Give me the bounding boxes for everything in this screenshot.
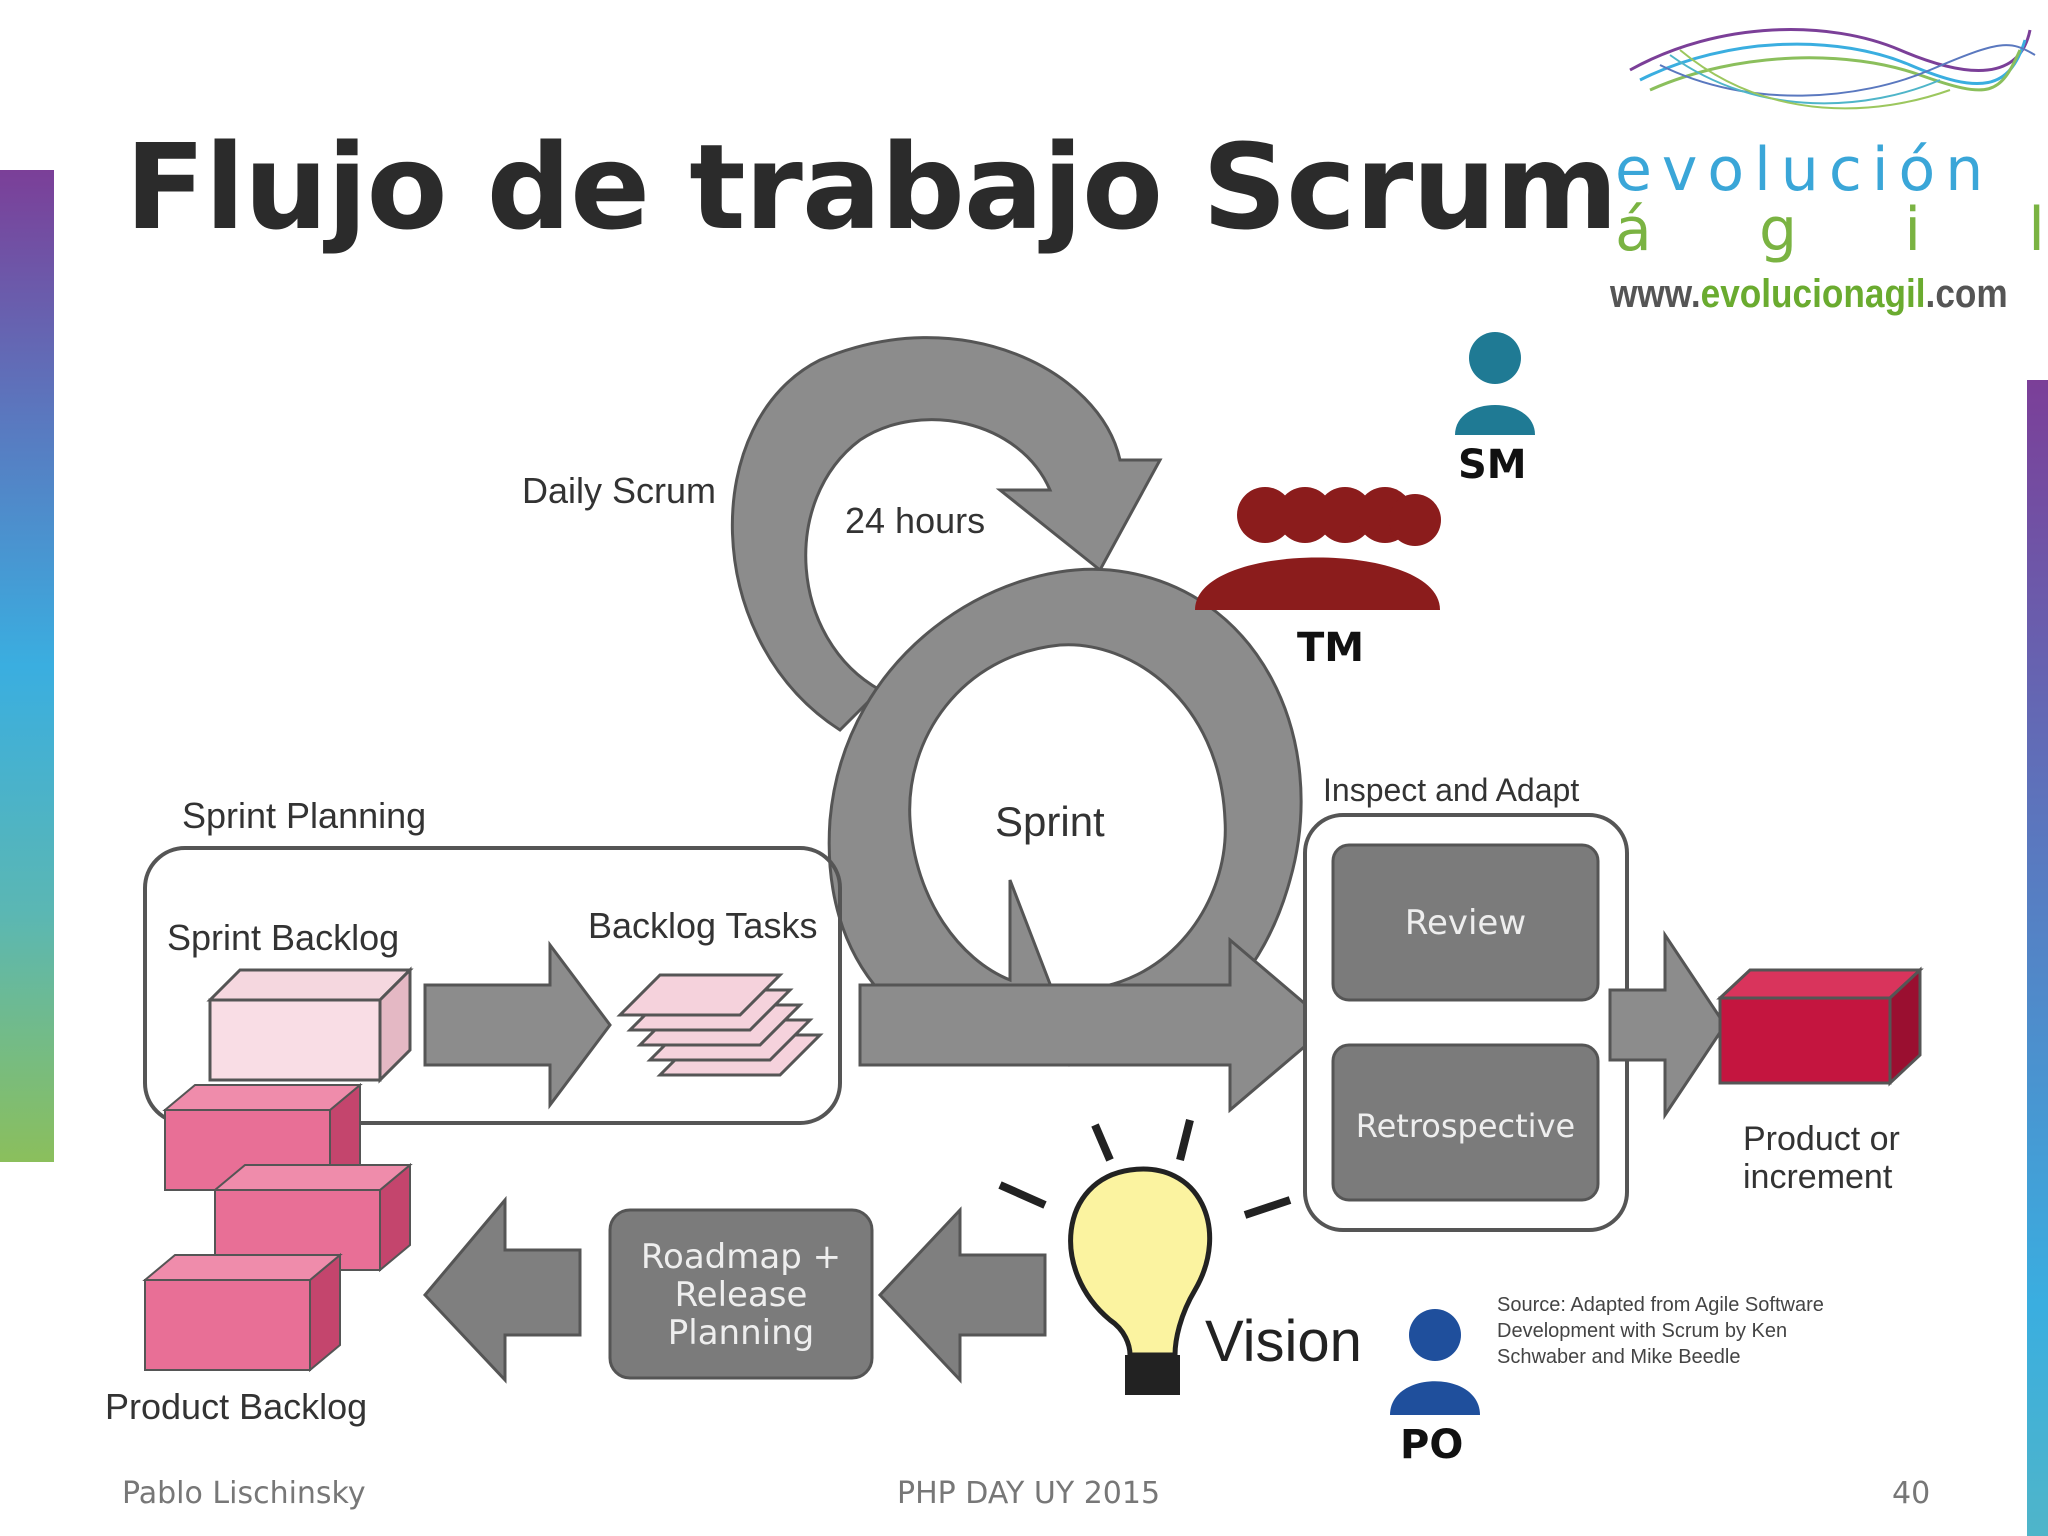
tm-label: TM [1297, 625, 1365, 671]
po-label: PO [1400, 1422, 1464, 1468]
source-citation: Source: Adapted from Agile Software Deve… [1497, 1292, 1824, 1370]
product-increment-label: Product or increment [1743, 1120, 1900, 1196]
logo-text-agil: á g i l [1615, 195, 2045, 265]
logo-url-prefix: www. [1610, 272, 1701, 316]
source-line: Development with Scrum by Ken [1497, 1320, 1788, 1342]
sprint-planning-label: Sprint Planning [182, 795, 427, 836]
source-line: Source: Adapted from Agile Software [1497, 1294, 1824, 1316]
logo-text-evolucion: evolución [1615, 135, 1994, 205]
slide-title: Flujo de trabajo Scrum [125, 118, 1618, 256]
vision-lightbulb-icon [998, 1119, 1292, 1395]
logo-letter: l [2028, 195, 2045, 265]
sm-person-icon [1455, 332, 1535, 435]
left-accent-bar [0, 170, 54, 1162]
logo-swirl [1629, 28, 2032, 72]
roadmap-line: Roadmap + [640, 1237, 842, 1277]
logo-letter: g [1759, 195, 1798, 265]
logo-letter: á [1615, 195, 1652, 265]
retrospective-label: Retrospective [1355, 1107, 1576, 1145]
sprint-label: Sprint [995, 798, 1105, 845]
footer-author: Pablo Lischinsky [122, 1476, 366, 1511]
product-backlog-label: Product Backlog [105, 1386, 368, 1427]
arrow-vision-to-roadmap [877, 1206, 1047, 1384]
evolucion-agil-logo [1629, 28, 2036, 110]
product-increment-line: increment [1743, 1158, 1893, 1196]
inspect-adapt-label: Inspect and Adapt [1323, 772, 1580, 808]
review-box [1331, 843, 1600, 1002]
source-line: Schwaber and Mike Beedle [1497, 1346, 1741, 1368]
roadmap-box [608, 1208, 874, 1380]
backlog-tasks-label: Backlog Tasks [588, 905, 818, 946]
backlog-tasks-stack [616, 973, 824, 1077]
roadmap-line: Planning [667, 1313, 815, 1353]
logo-url-brand: evolucionagil [1700, 272, 1926, 316]
product-backlog-blocks [142, 1082, 413, 1373]
logo-letter: i [1904, 195, 1922, 265]
roadmap-label: Roadmap + Release Planning [610, 1238, 872, 1352]
footer-event: PHP DAY UY 2015 [897, 1476, 1161, 1511]
review-label: Review [1404, 903, 1527, 943]
po-person-icon [1390, 1309, 1480, 1415]
logo-url[interactable]: www.evolucionagil.com [1610, 272, 2008, 317]
sprint-backlog-box [206, 966, 414, 1084]
product-increment-box [1716, 966, 1924, 1087]
daily-scrum-loop [730, 336, 1163, 732]
arrow-sprint-to-inspect [858, 936, 1333, 1114]
tm-team-icon [1195, 487, 1441, 610]
sprint-backlog-label: Sprint Backlog [167, 917, 400, 958]
roadmap-line: Release [674, 1275, 808, 1315]
product-increment-line: Product or [1743, 1120, 1900, 1158]
arrow-backlog-to-tasks [423, 940, 612, 1110]
daily-scrum-label: Daily Scrum [522, 470, 717, 511]
footer-page-number: 40 [1892, 1476, 1931, 1511]
vision-label: Vision [1205, 1309, 1362, 1374]
arrow-roadmap-to-backlog [422, 1195, 582, 1384]
sprint-planning-box [143, 846, 842, 1125]
retrospective-box [1331, 1043, 1600, 1202]
right-accent-bar [2027, 380, 2048, 1536]
logo-url-suffix: .com [1925, 272, 2008, 316]
hours-label: 24 hours [845, 500, 986, 541]
arrow-to-increment [1608, 930, 1727, 1120]
sm-label: SM [1458, 442, 1527, 488]
